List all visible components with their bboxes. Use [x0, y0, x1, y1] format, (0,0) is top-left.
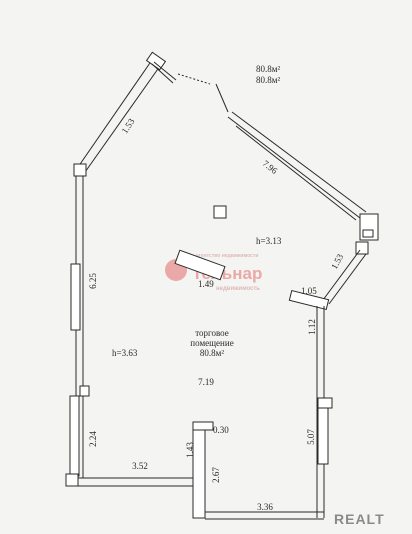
dim-0-30: 0.30 — [213, 425, 229, 435]
dim-1-43: 1.43 — [185, 442, 195, 458]
right-jamb — [317, 397, 333, 409]
brand-logo: REALT — [334, 511, 385, 527]
jamb-left — [79, 385, 90, 397]
dim-2-24: 2.24 — [88, 431, 98, 447]
height-right-label: h=3.13 — [256, 236, 282, 246]
door-left — [69, 395, 80, 477]
bottom-left-corner — [65, 473, 79, 487]
partition-block — [288, 289, 330, 311]
area-top-label-1: 80.8м² — [256, 64, 280, 74]
dim-7-96: 7.96 — [261, 158, 280, 176]
wall-right-diag-a — [227, 116, 361, 219]
dim-3-36: 3.36 — [257, 502, 273, 512]
dim-5-07: 5.07 — [306, 429, 316, 445]
wall-top-window — [151, 61, 177, 84]
area-top-label-2: 80.8м² — [256, 75, 280, 85]
wall-upper-left-slant-a — [75, 59, 153, 171]
room-area-label: 80.8м² — [200, 348, 224, 358]
door-bottom — [192, 423, 206, 519]
dim-2-67: 2.67 — [211, 467, 221, 483]
opening-arc — [177, 73, 211, 85]
dim-1-12: 1.12 — [307, 319, 317, 335]
dim-1-53-right: 1.53 — [329, 252, 345, 271]
walls — [65, 51, 379, 520]
wall-upper-left-slant-b — [82, 65, 161, 176]
watermark-sub-text: недвижимость — [216, 286, 260, 292]
dim-3-52: 3.52 — [132, 461, 148, 471]
wall-right-diag-b — [231, 111, 367, 213]
column-left — [73, 163, 87, 177]
room-name-line-1: торговое — [195, 328, 229, 338]
dim-1-49: 1.49 — [198, 279, 214, 289]
right-window — [317, 407, 329, 465]
height-left-label: h=3.63 — [112, 348, 138, 358]
door-bottom-cap — [192, 421, 214, 431]
wall-right-stub-a — [322, 249, 361, 301]
wall-right-stub-b — [328, 253, 367, 305]
room-name-line-2: помещение — [190, 338, 233, 348]
interior-block — [174, 249, 226, 281]
column-right-inner — [362, 229, 374, 238]
dim-1-05: 1.05 — [301, 286, 317, 296]
dim-6-25: 6.25 — [88, 273, 98, 289]
length-center-label: 7.19 — [198, 377, 214, 387]
wall-top-right-stub — [215, 83, 229, 113]
window-left — [70, 263, 81, 331]
watermark-small-text: агентство недвижимости — [196, 253, 258, 259]
wall-right-diag-c — [235, 125, 357, 221]
interior-column — [213, 205, 227, 219]
